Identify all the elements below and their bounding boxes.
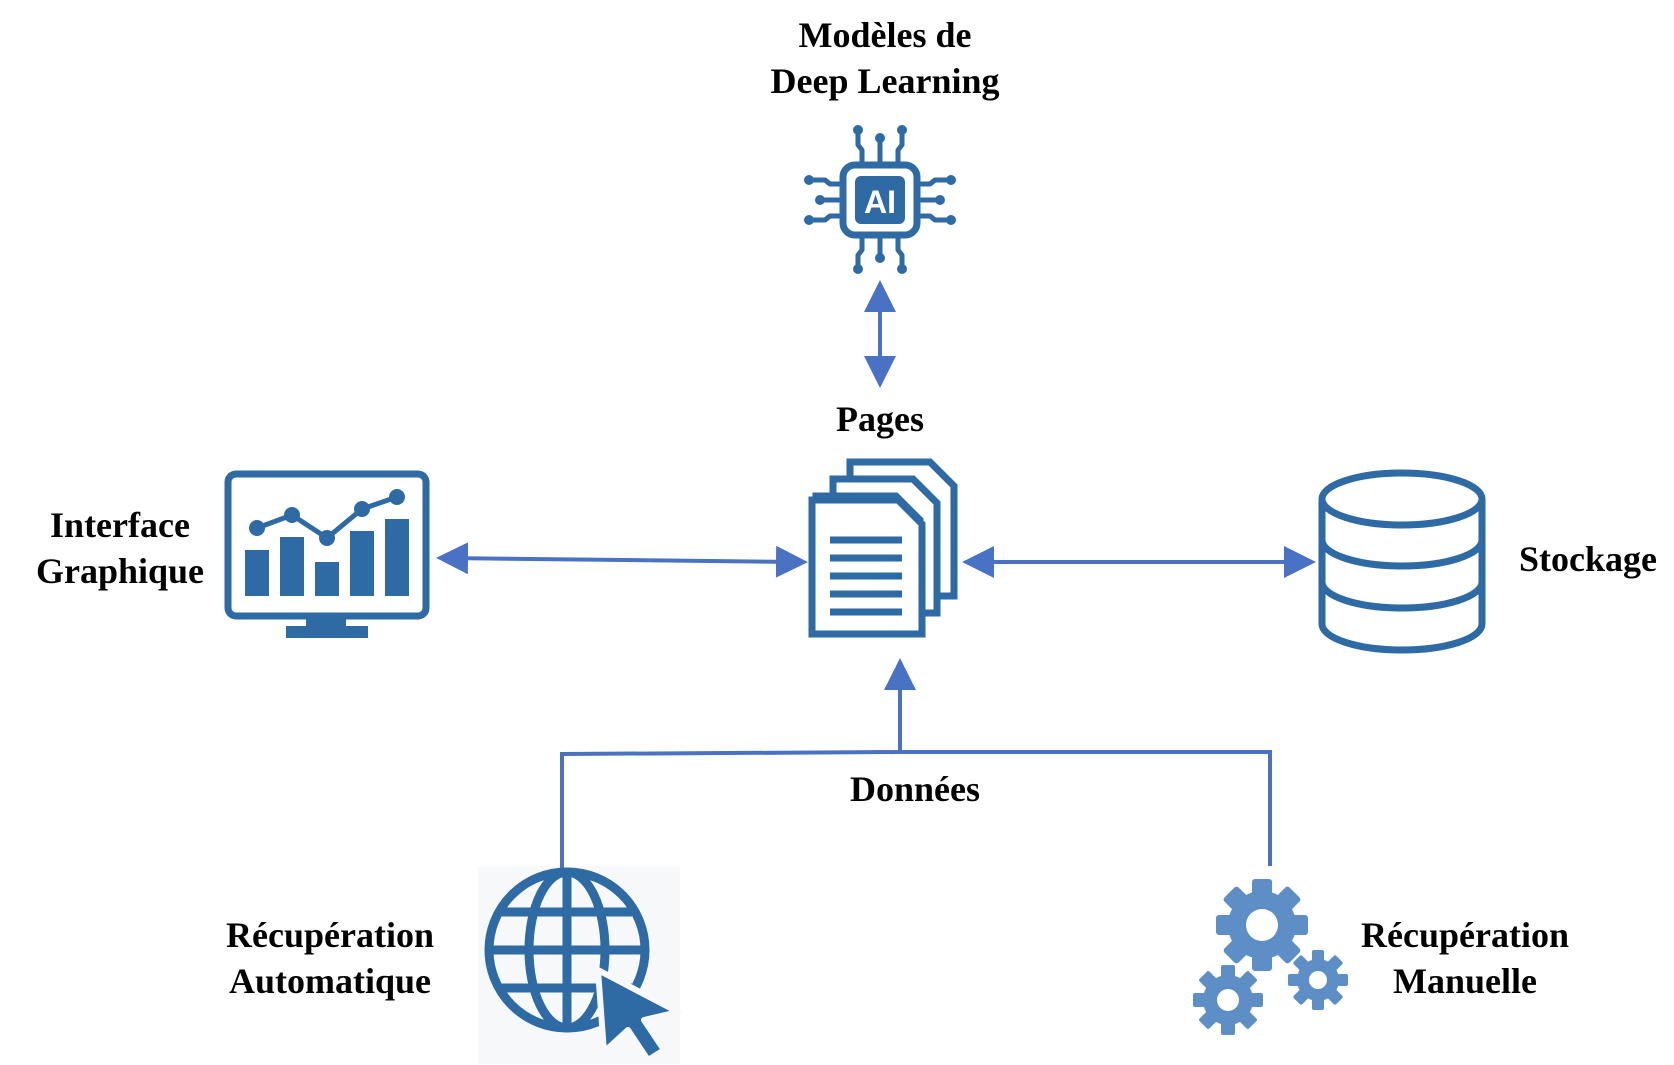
globe-cursor-icon: [478, 866, 681, 1064]
arrow-interface-pages: [436, 542, 808, 578]
auto-retrieval-label: Récupération Automatique: [226, 915, 434, 1001]
monitor-chart-icon: [224, 470, 430, 638]
database-icon: [1318, 469, 1486, 654]
documents-icon: [808, 458, 958, 638]
manual-retrieval-label: Récupération Manuelle: [1361, 915, 1569, 1001]
gears-icon: [1193, 879, 1348, 1035]
svg-text:AI: AI: [864, 184, 896, 220]
line-auto-retrieval: [560, 750, 901, 868]
pages-label: Pages: [836, 399, 924, 439]
line-manual-retrieval: [900, 750, 1272, 866]
deep-learning-label: Modèles de Deep Learning: [770, 15, 1000, 101]
ai-chip-icon: AI: [804, 125, 956, 274]
storage-label: Stockage: [1519, 539, 1657, 579]
interface-label: Interface Graphique: [35, 505, 205, 591]
data-label: Données: [849, 769, 980, 809]
